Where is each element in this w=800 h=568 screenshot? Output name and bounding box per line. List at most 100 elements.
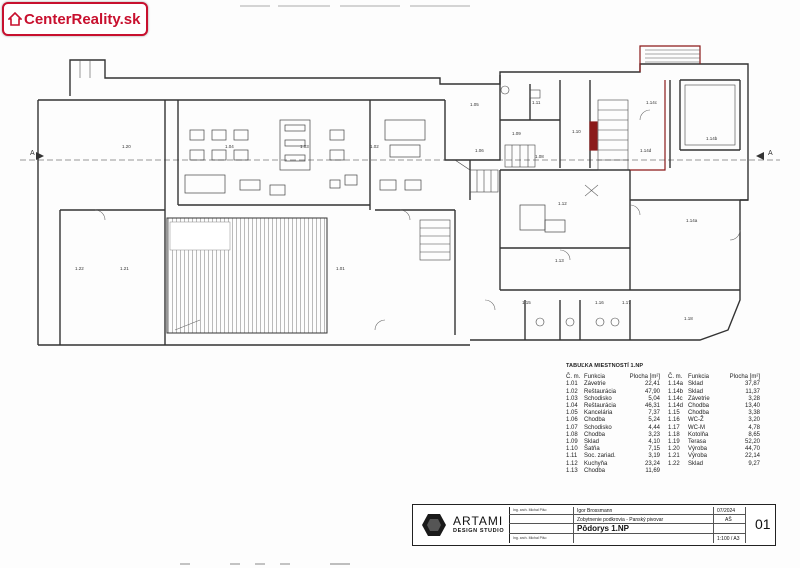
table-cell: 1.06 [566, 417, 578, 424]
table-cell: 47,90 [644, 388, 660, 395]
table-header: Funkcia [688, 374, 710, 381]
table-cell: Chodba [584, 467, 606, 474]
table-cell: 7,15 [648, 446, 660, 453]
table-cell: Kancelária [584, 410, 613, 417]
project-name: Zobytnenie podkrovia - Panský pivovar [577, 517, 664, 523]
room-label: 1.06 [475, 148, 484, 153]
sheet-number: 01 [755, 516, 771, 532]
table-cell: 1.11 [566, 453, 578, 460]
table-cell: 1.10 [566, 446, 578, 453]
table-header-row: Č. m. Funkcia Plocha [m²] Č. m. Funkcia … [566, 374, 760, 381]
table-cell: Schodisko [584, 395, 612, 402]
date: 07/2024 [717, 508, 736, 514]
table-cell [688, 468, 726, 475]
table-cell: 1.04 [566, 403, 578, 410]
room-label: 1.14a [686, 218, 698, 223]
divider [509, 523, 745, 524]
table-cell: 3,38 [748, 410, 760, 417]
room-label: 1.14c [646, 100, 658, 105]
table-cell: 46,31 [644, 403, 660, 410]
table-cell [726, 468, 760, 475]
table-cell: Kuchyňa [584, 460, 608, 467]
table-header: Plocha [m²] [629, 374, 660, 381]
room-label: 1.05 [470, 102, 479, 107]
table-header: Plocha [m²] [729, 374, 760, 381]
table-cell: 1.16 [668, 417, 680, 424]
highlighted-area [589, 45, 701, 171]
table-cell: Kotolňa [688, 431, 709, 438]
divider [509, 514, 745, 515]
room-label: 1.03 [300, 144, 309, 149]
divider [713, 507, 714, 543]
divider [573, 507, 574, 543]
table-cell: 1.09 [566, 439, 578, 446]
table-cell: 5,24 [648, 417, 660, 424]
table-cell: 1.18 [668, 431, 680, 438]
table-cell: Závetrie [688, 395, 710, 402]
table-cell: Chodba [688, 410, 710, 417]
table-cell: 1.08 [566, 431, 578, 438]
restaurant-furniture [184, 119, 566, 233]
room-label: 1.22 [75, 266, 84, 271]
door-swings [94, 109, 741, 331]
divider [509, 533, 745, 534]
table-header: Č. m. [668, 374, 683, 381]
section-arrows [36, 152, 764, 160]
outer-walls [37, 59, 749, 346]
table-cell: 1.21 [668, 453, 680, 460]
table-cell: 1.12 [566, 460, 578, 467]
table-cell: Sklad [584, 439, 600, 446]
table-cell: 22,14 [744, 453, 760, 460]
room-labels: 1.20 1.04 1.03 1.02 1.01 1.05 1.11 1.09 … [75, 100, 718, 321]
room-label: 1.20 [122, 144, 131, 149]
table-cell: Výroba [688, 453, 708, 460]
table-cell: 3,28 [748, 395, 760, 402]
room-label: 1.15 [522, 300, 531, 305]
table-cell: 4,44 [648, 424, 660, 431]
room-label: 1.04 [225, 144, 234, 149]
room-label: 1.10 [572, 129, 581, 134]
table-row: 1.11 Soc. zariad. 3,19 1.21 Výroba 22,14 [566, 453, 760, 460]
studio-subtitle: DESIGN STUDIO [453, 528, 505, 534]
table-cell: Šatňa [584, 446, 600, 453]
table-cell: 11,37 [745, 388, 760, 395]
x-marks [174, 184, 599, 331]
table-cell: 3,19 [648, 453, 660, 460]
table-cell: Soc. zariad. [584, 453, 616, 460]
table-cell: 1.03 [566, 395, 578, 402]
room-label: 1.18 [684, 316, 693, 321]
room-table-grid: Č. m. Funkcia Plocha [m²] Č. m. Funkcia … [566, 374, 760, 475]
room-label: 1.21 [120, 266, 129, 271]
table-cell: Chodba [584, 431, 606, 438]
author-label-2: Ing. arch. Michal Pišo [513, 536, 547, 540]
hatched-strip [169, 221, 231, 251]
room-label: 1.17 [622, 300, 631, 305]
room-label: 1.13 [555, 258, 564, 263]
table-cell: 1.22 [668, 460, 680, 467]
room-label: 1.12 [558, 201, 567, 206]
table-cell: 9,27 [748, 460, 760, 467]
table-cell: 13,40 [744, 403, 760, 410]
room-label: 1.14b [706, 136, 718, 141]
table-cell: 3,23 [648, 431, 660, 438]
drawing-name: Pôdorys 1.NP [577, 524, 630, 533]
scale: 1:100 / A3 [717, 536, 740, 542]
table-cell: 1.13 [566, 467, 578, 474]
table-cell [668, 468, 688, 475]
sanitary-fixtures [500, 84, 736, 327]
table-cell: 1.17 [668, 424, 680, 431]
table-cell: Sklad [688, 388, 704, 395]
table-cell: 5,04 [648, 395, 660, 402]
interior-stairs [419, 99, 629, 261]
table-cell: Chodba [688, 403, 710, 410]
table-cell: 8,65 [748, 431, 760, 438]
